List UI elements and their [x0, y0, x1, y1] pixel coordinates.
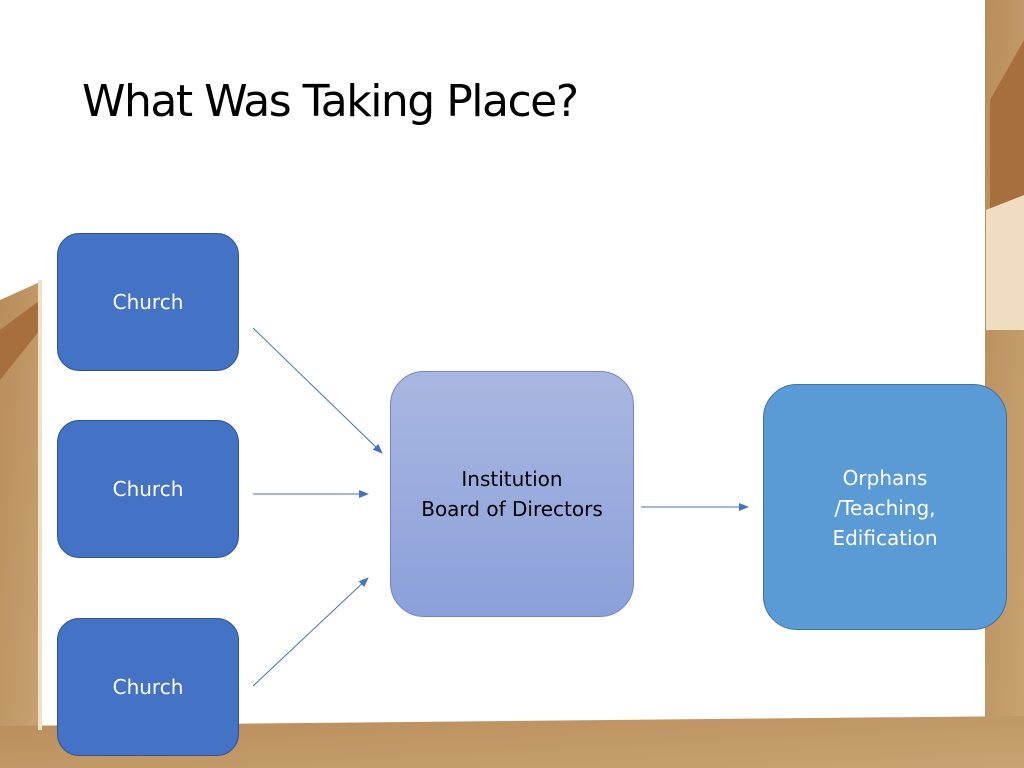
church-node-3: Church — [57, 618, 239, 756]
outcome-node: Orphans /Teaching, Edification — [763, 384, 1007, 630]
church-node-1: Church — [57, 233, 239, 371]
church-node-2: Church — [57, 420, 239, 558]
background-wood-bottom — [0, 716, 1024, 768]
background-wood-left-dark — [0, 300, 40, 380]
institution-node: Institution Board of Directors — [390, 371, 634, 617]
background-wood-left — [0, 282, 40, 768]
background-wood-right-light — [986, 195, 1024, 330]
background-wood-right-dark — [990, 40, 1024, 210]
background-left-strip — [38, 280, 42, 730]
page-title: What Was Taking Place? — [82, 76, 579, 127]
